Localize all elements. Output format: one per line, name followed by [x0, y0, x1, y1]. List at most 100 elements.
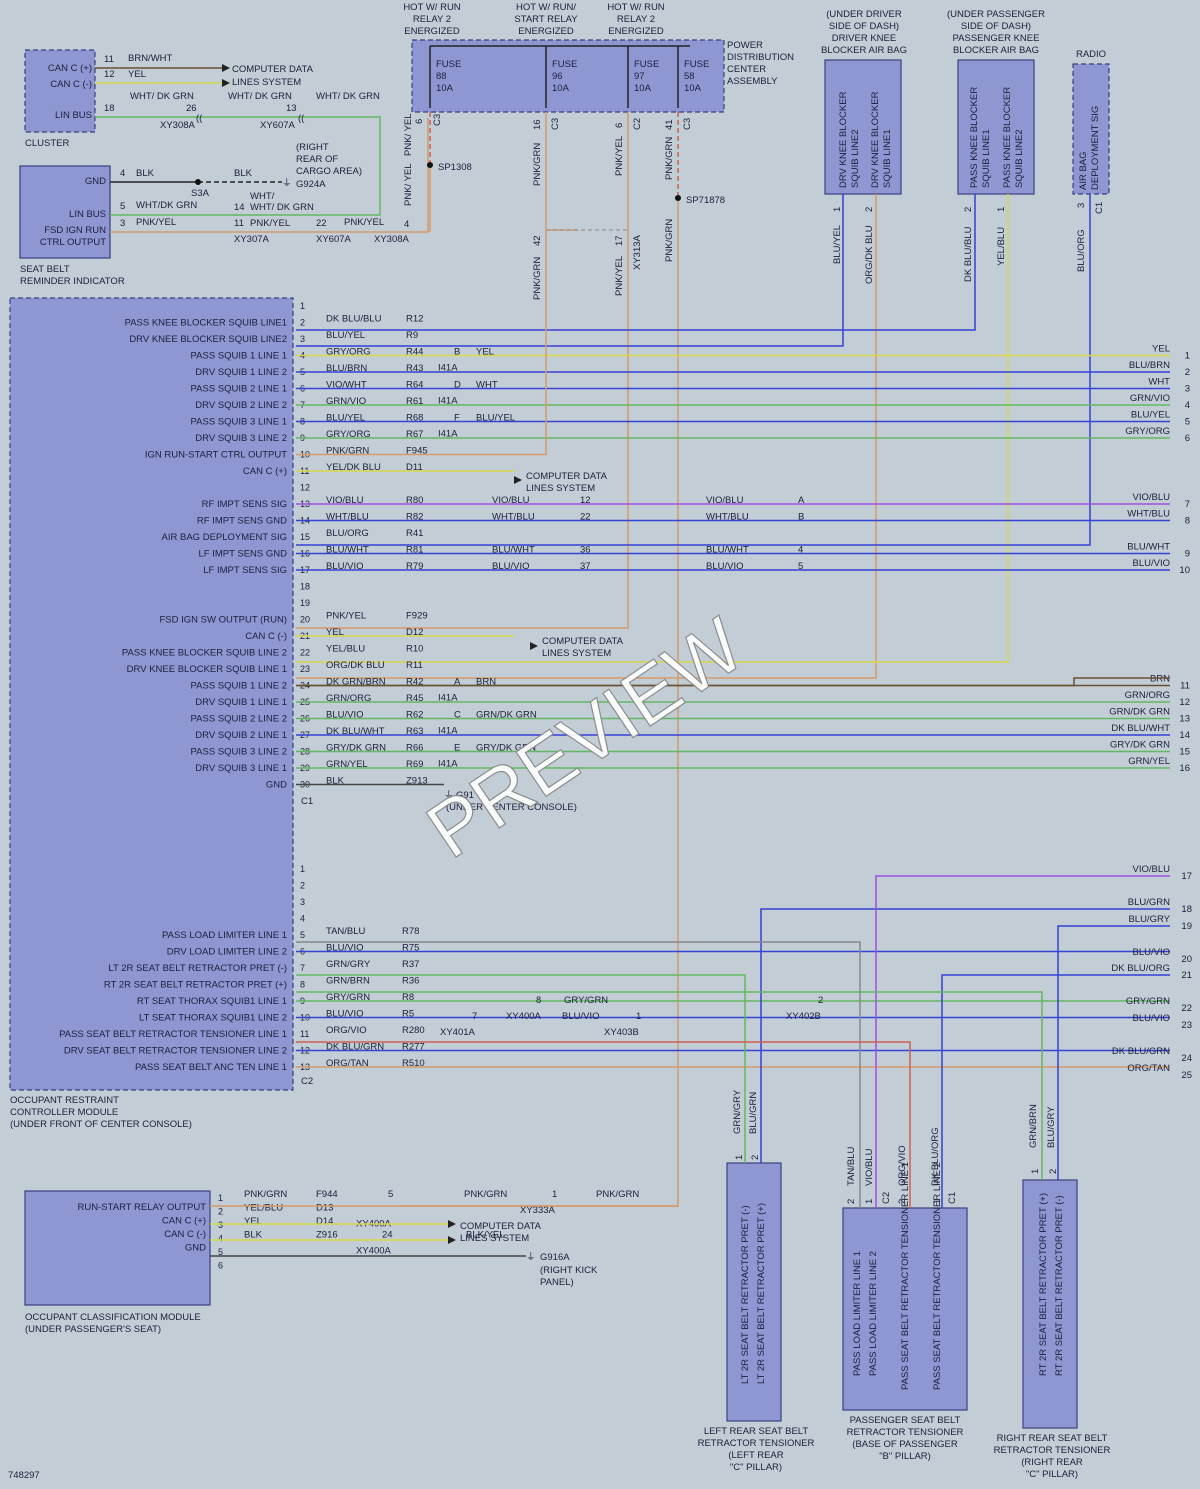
- right-out-num-23: 23: [1181, 1020, 1192, 1031]
- fuse-96-color-2: PNK/GRN: [532, 257, 543, 300]
- orc-can-dest-2b: LINES SYSTEM: [542, 648, 611, 659]
- orc-c1-midcolor-24: BRN: [476, 677, 496, 688]
- orc-out-num-15: 15: [1179, 747, 1190, 758]
- orc-c1-label-9: DRV SQUIB 3 LINE 2: [195, 433, 287, 444]
- orc-c2-color-5: TAN/BLU: [326, 926, 366, 937]
- orc-c1-cav-28: E: [454, 743, 460, 754]
- sbr-gnd-pin: 4: [120, 168, 125, 179]
- pdc-h1-2: RELAY 2: [413, 14, 451, 25]
- orc-out-color-3: WHT: [1148, 377, 1170, 388]
- sbr-fsd-pin-22: 22: [316, 218, 327, 229]
- pass-tens-wire-3: [296, 1041, 911, 1208]
- orc-c1-midcolor-28: GRY/DK GRN: [476, 743, 536, 754]
- rt-rear-wire1-color: GRN/BRN: [1028, 1104, 1039, 1148]
- sbr-fsd-pin-11: 11: [234, 218, 244, 229]
- orc-c1-pin-2: 2: [300, 318, 305, 328]
- pass-tens-w3-color: ORG/VIO: [897, 1145, 908, 1186]
- orc-c1-p2-14: B: [798, 512, 804, 523]
- orc-c1-label-10: IGN RUN-START CTRL OUTPUT: [145, 450, 287, 461]
- orc-out-num-5: 5: [1185, 417, 1190, 428]
- cluster-lin-pin-26: 26: [186, 103, 197, 114]
- lt-rear-pin-2: LT 2R SEAT BELT RETRACTOR PRET (+): [756, 1203, 767, 1384]
- fuse-97-wire: [296, 112, 629, 629]
- fuse-58-num: 58: [684, 71, 695, 82]
- right-out-num-25: 25: [1181, 1070, 1192, 1081]
- fuse-97-amp: 10A: [634, 83, 652, 94]
- orc-c1-label-28: PASS SQUIB 3 LINE 2: [191, 747, 287, 758]
- orc-c1-color-23: ORG/DK BLU: [326, 660, 385, 671]
- pass-tens-w2-pin: 1: [864, 1199, 875, 1204]
- orc-c2-label-7: LT 2R SEAT BELT RETRACTOR PRET (-): [108, 963, 287, 974]
- orc-c1-p1-17: 37: [580, 561, 591, 572]
- orc-c2-circuit-5: R78: [402, 926, 419, 937]
- orc-c1-circuit-6: R64: [406, 380, 423, 391]
- right-out-num-19: 19: [1181, 921, 1192, 932]
- orc-c1-circuit-16: R81: [406, 545, 423, 556]
- rt-rear-pin-1: RT 2R SEAT BELT RETRACTOR PRET (+): [1038, 1193, 1049, 1376]
- orc-out-color-8: WHT/BLU: [1127, 509, 1170, 520]
- orc-c2-color-7: GRN/GRY: [326, 959, 371, 970]
- ocm-pin-5: 5: [218, 1247, 223, 1257]
- orc-c1: C1: [301, 796, 313, 807]
- cluster-pin-lin-bus: LIN BUS: [55, 110, 92, 121]
- orc-c1-color-13: VIO/BLU: [326, 495, 364, 506]
- orc-out-color-2: BLU/BRN: [1129, 360, 1170, 371]
- orc-c1-circuit-26: R62: [406, 710, 423, 721]
- drv-knee-wire1-pin: 1: [832, 207, 843, 212]
- orc-label-2: CONTROLLER MODULE: [10, 1107, 118, 1118]
- ocm-circuit-4: Z916: [316, 1230, 338, 1241]
- orc-c2-pin-3: 3: [300, 897, 305, 907]
- cluster-lin-wire: [95, 116, 381, 205]
- orc-c1-color-26: BLU/VIO: [326, 710, 364, 721]
- orc-c1-circuit-2: R12: [406, 314, 423, 325]
- cluster-lin-color-3: WHT/ DK GRN: [316, 91, 380, 102]
- cluster-arrow-2: [222, 79, 230, 87]
- pass-knee-wire-1: [296, 194, 976, 331]
- orc-c2-pin-2: 2: [300, 881, 305, 891]
- orc-c1-color-21: YEL: [326, 627, 344, 638]
- orc-c1-pin-3: 3: [300, 334, 305, 344]
- row10-conn-a: XY401A: [440, 1027, 476, 1038]
- cluster-wire-12-color: YEL: [128, 69, 146, 80]
- orc-c1-color-10: PNK/GRN: [326, 446, 369, 457]
- orc-c1-circuit-14: R82: [406, 512, 423, 523]
- figure-id: 748297: [8, 1470, 40, 1481]
- fuse-97-conn-2: XY313A: [632, 234, 643, 270]
- orc-c1-color-4: GRY/ORG: [326, 347, 371, 358]
- pass-knee-pin2-b: SQUIB LINE2: [1014, 129, 1025, 188]
- orc-c1-conn-4: I41A: [438, 363, 458, 374]
- splice-sp71878-label: SP71878: [686, 195, 725, 206]
- orc-c1-circuit-22: R10: [406, 644, 423, 655]
- lt-rear-wire1-color: GRN/GRY: [732, 1089, 743, 1134]
- orc-out-color-1: YEL: [1152, 344, 1170, 355]
- sbr-fsd-color-3: PNK/YEL: [344, 217, 384, 228]
- orc-c1-color-24: DK GRN/BRN: [326, 677, 386, 688]
- lt-rear-label-2: RETRACTOR TENSIONER: [698, 1438, 815, 1449]
- fuse-96-name: FUSE: [552, 59, 577, 70]
- rt-rear-wire2-pin: 2: [1048, 1169, 1059, 1174]
- lt-rear-tensioner: [726, 1162, 782, 1422]
- orc-c1-circuit-29: R69: [406, 759, 423, 770]
- drv-knee-pin2-a: DRV KNEE BLOCKER: [870, 91, 881, 188]
- pass-knee-pin2-a: PASS KNEE BLOCKER: [1002, 87, 1013, 188]
- orc-out-num-2: 2: [1185, 367, 1190, 378]
- orc-c2-label-6: DRV LOAD LIMITER LINE 2: [167, 947, 287, 958]
- pass-knee-wire2-color: YEL/BLU: [996, 227, 1007, 266]
- fuse-97-num: 97: [634, 71, 645, 82]
- sbr-pin-gnd: GND: [85, 176, 106, 187]
- conn-xy308a-top: XY308A: [160, 120, 196, 131]
- orc-c2-circuit-7: R37: [402, 959, 419, 970]
- orc-c1-cav-26: C: [454, 710, 461, 721]
- drv-knee-wire2-color: ORG/DK BLU: [864, 225, 875, 284]
- orc-c1-c3color-13: VIO/BLU: [706, 495, 744, 506]
- orc-c1-pin-18: 18: [300, 582, 310, 592]
- orc-c1-color-20: PNK/YEL: [326, 611, 366, 622]
- ocm-p3-1: 1: [552, 1189, 557, 1200]
- sbr-lin-pin: 5: [120, 201, 125, 212]
- fuse-58-color-2: PNK/GRN: [664, 219, 675, 262]
- right-out-color-20: BLU/VIO: [1133, 947, 1171, 958]
- orc-c1-label-25: DRV SQUIB 1 LINE 1: [195, 697, 287, 708]
- orc-c2-color-8: GRN/BRN: [326, 976, 370, 987]
- orc-c2-label-5: PASS LOAD LIMITER LINE 1: [162, 930, 287, 941]
- pass-tens-conn-c1: C1: [947, 1192, 958, 1204]
